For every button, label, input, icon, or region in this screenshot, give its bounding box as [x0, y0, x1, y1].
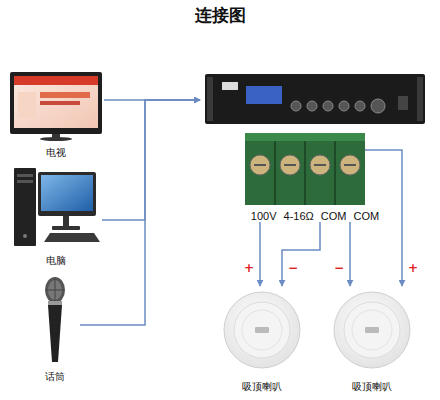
amplifier-picture — [246, 86, 282, 104]
microphone-picture — [45, 277, 65, 303]
ceiling-speaker-picture — [224, 292, 300, 368]
ceiling-speaker-picture — [242, 310, 282, 350]
computer-picture — [17, 180, 33, 183]
amplifier-picture — [205, 74, 425, 124]
tv-picture — [40, 101, 80, 105]
polarity-mark: − — [334, 262, 344, 274]
tv-node: 电视 — [8, 68, 104, 160]
ceiling-speaker-picture — [255, 327, 269, 333]
tv-picture — [10, 72, 102, 134]
connector-line — [282, 222, 320, 286]
speaker-node: 吸顶喇叭 — [332, 286, 412, 394]
terminal-block — [310, 155, 330, 175]
computer-picture — [41, 175, 93, 211]
computer-picture — [44, 233, 100, 242]
computer-picture — [38, 172, 96, 216]
amplifier-picture — [291, 101, 301, 111]
connector-line — [349, 222, 351, 286]
polarity-mark: + — [244, 262, 254, 274]
amplifier-picture — [355, 101, 365, 111]
computer-picture — [14, 168, 100, 246]
tv-picture — [40, 137, 72, 141]
polarity-mark: − — [288, 262, 298, 274]
computer-node: 电脑 — [10, 164, 102, 268]
computer-picture — [63, 216, 69, 226]
ceiling-speaker-picture — [334, 292, 410, 368]
tv-picture — [40, 92, 90, 98]
amplifier-picture — [323, 101, 333, 111]
amplifier-picture — [398, 96, 408, 110]
tv-picture — [14, 76, 98, 128]
amplifier-picture — [339, 101, 349, 111]
node-label: 吸顶喇叭 — [242, 381, 282, 394]
microphone-picture — [48, 301, 62, 305]
ceiling-speaker-picture — [344, 302, 400, 358]
terminal-block — [340, 155, 360, 175]
speaker-node: 吸顶喇叭 — [222, 286, 302, 394]
polarity-mark: + — [408, 262, 418, 274]
terminal-block — [304, 141, 306, 205]
amplifier-picture — [222, 82, 238, 90]
ceiling-speaker-picture — [234, 302, 290, 358]
computer-picture — [23, 234, 27, 238]
terminal-block — [334, 141, 336, 205]
ceiling-speaker-picture — [352, 310, 392, 350]
node-label: 电脑 — [46, 255, 66, 268]
microphone-picture — [48, 305, 62, 362]
microphone-picture — [55, 278, 56, 302]
node-label: 100V 4-16Ω COM COM — [251, 210, 379, 222]
terminal-block — [344, 164, 356, 166]
computer-picture — [14, 168, 36, 246]
terminal-block — [245, 133, 365, 141]
ceiling-speaker-picture — [224, 292, 410, 368]
microphone-picture — [45, 277, 65, 362]
node-label: 话筒 — [45, 371, 65, 384]
amplifier-picture — [205, 74, 425, 124]
amplifier-node: 100V 4-16Ω COM COM — [200, 70, 430, 222]
amplifier-picture — [307, 101, 317, 111]
terminal-block — [254, 164, 266, 166]
connector-line — [259, 222, 261, 286]
terminal-block — [284, 164, 296, 166]
terminal-block — [274, 141, 276, 205]
amplifier-picture — [371, 99, 385, 113]
amplifier-picture — [417, 77, 423, 121]
node-label: 电视 — [46, 147, 66, 160]
amplifier-picture — [207, 77, 213, 121]
connector-line — [102, 100, 200, 220]
terminal-block — [250, 155, 270, 175]
terminal-block — [245, 133, 365, 205]
terminal-block — [314, 164, 326, 166]
computer-picture — [17, 174, 33, 177]
microphone-node: 话筒 — [30, 272, 80, 384]
connector-line — [80, 100, 200, 325]
connector-line — [401, 222, 403, 286]
tv-picture — [14, 76, 98, 85]
diagram-title: 连接图 — [0, 4, 440, 27]
terminal-block — [280, 155, 300, 175]
terminal-block — [245, 133, 365, 205]
tv-picture — [10, 72, 102, 141]
tv-picture — [18, 92, 36, 118]
ceiling-speaker-picture — [365, 327, 379, 333]
node-label: 吸顶喇叭 — [352, 381, 392, 394]
computer-picture — [52, 226, 80, 230]
